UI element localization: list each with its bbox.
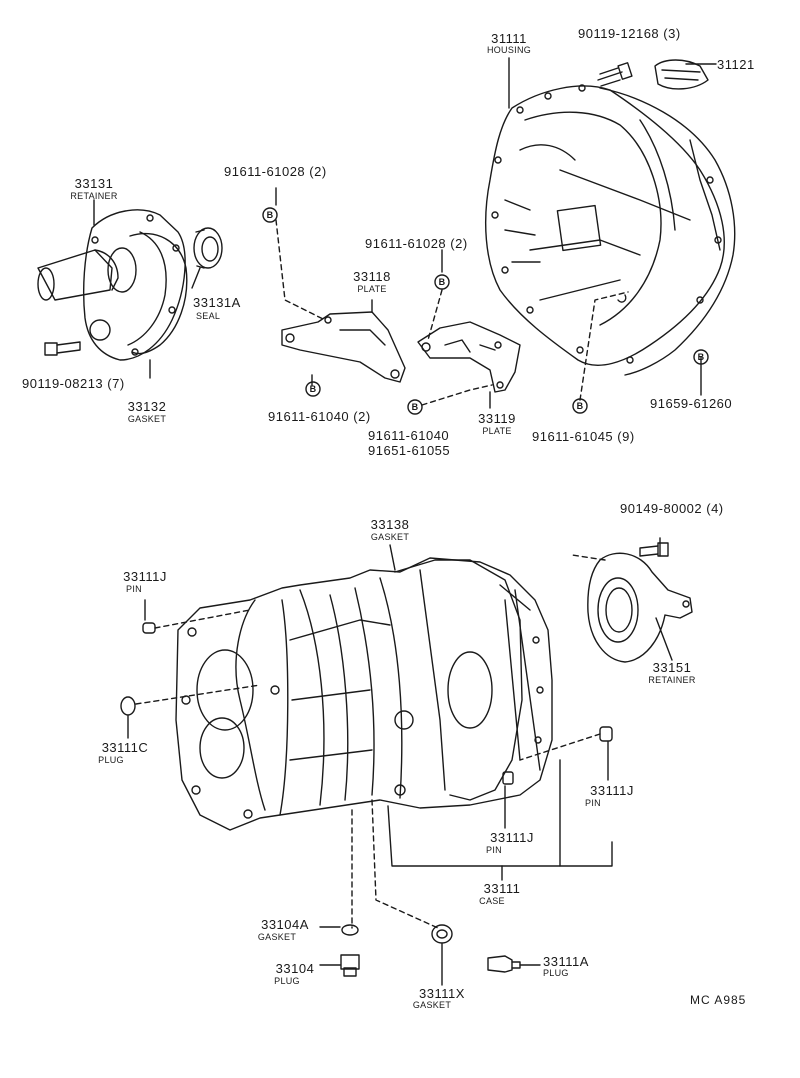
rear-retainer-part-name: RETAINER [648, 675, 696, 685]
housing-part-name: HOUSING [486, 45, 532, 55]
b-circles [262, 207, 709, 415]
gasket-drawing [129, 232, 188, 355]
pin-center-part-name: PIN [486, 845, 502, 855]
plug-33111c-part-number: 33111C [101, 740, 149, 755]
seal-drawing [193, 227, 223, 269]
gasket-33104a-part-number: 33104A [261, 917, 309, 932]
clutch-housing-drawing [484, 84, 736, 376]
retainer-bolt-part-number: 90119-08213 (7) [22, 376, 125, 391]
lower-solid-leaders [127, 537, 673, 986]
plug-33104-part-number: 33104 [275, 961, 315, 976]
pin-33111j-right-drawing [599, 726, 613, 742]
bolt-c-part-number: 91611-61040 (2) [268, 409, 371, 424]
cover-drawing [654, 59, 709, 90]
transmission-case-drawing [175, 557, 553, 831]
figure-code: MC A985 [690, 993, 747, 1007]
plate-33118-part-number: 33118 [353, 269, 391, 284]
housing-bolt-drawing [597, 62, 633, 87]
gasket-33104a-drawing [341, 924, 359, 936]
retainer-bolt-drawing [44, 341, 81, 356]
lower-dashed-leaders [135, 554, 606, 929]
plug-33111c-drawing [120, 696, 136, 716]
retainer-part-name: RETAINER [70, 191, 118, 201]
plug-33111a-part-number: 33111A [543, 954, 589, 969]
gasket-part-name: GASKET [127, 414, 167, 424]
case-part-name: CASE [479, 896, 505, 906]
housing-bolt-part-number: 90119-12168 (3) [578, 26, 681, 41]
cover-part-number: 31121 [717, 57, 755, 72]
gasket-33104a-part-name: GASKET [257, 932, 297, 942]
pin-center-part-number: 33111J [490, 830, 534, 845]
bolt-d-part-number: 91611-61040 [368, 428, 450, 443]
pin-left-part-name: PIN [126, 584, 142, 594]
rear-bolt-drawing [639, 542, 669, 557]
pin-33111j-left-drawing [142, 622, 156, 634]
plate-33118-part-name: PLATE [357, 284, 387, 294]
case-gasket-part-number: 33138 [370, 517, 410, 532]
gasket-33111x-drawing [431, 924, 453, 944]
bolt-g-part-number: 91659-61260 [650, 396, 733, 411]
pin-right-part-name: PIN [585, 798, 601, 808]
plug-33111a-part-name: PLUG [543, 968, 569, 978]
plate-33119-drawing [417, 321, 521, 393]
retainer-drawing [37, 209, 186, 361]
plug-33111a-drawing [487, 955, 521, 973]
b-marker: B [309, 384, 317, 394]
case-gasket-drawing [394, 559, 523, 801]
plug-33104-part-name: PLUG [274, 976, 300, 986]
seal-part-number: 33131A [193, 295, 241, 310]
case-gasket-part-name: GASKET [370, 532, 410, 542]
plug-33104-drawing [340, 954, 360, 977]
plug-33111c-part-name: PLUG [98, 755, 124, 765]
rear-retainer-drawing [587, 552, 693, 663]
pin-left-part-number: 33111J [123, 569, 167, 584]
b-marker: B [697, 352, 705, 362]
pin-right-part-number: 33111J [590, 783, 634, 798]
pin-33111j-center-drawing [502, 771, 514, 785]
b-marker: B [411, 402, 419, 412]
gasket-part-number: 33132 [127, 399, 167, 414]
bolt-a-part-number: 91611-61028 (2) [224, 164, 327, 179]
bolt-b-part-number: 91611-61028 (2) [365, 236, 468, 251]
case-part-number: 33111 [483, 881, 521, 896]
upper-solid-leaders [93, 57, 717, 409]
plate-33119-part-number: 33119 [478, 411, 516, 426]
rear-retainer-part-number: 33151 [652, 660, 692, 675]
b-marker: B [576, 401, 584, 411]
housing-part-number: 31111 [491, 31, 527, 46]
plate-33118-drawing [281, 311, 406, 383]
upper-dashed-leaders [275, 219, 629, 406]
gasket-33111x-part-name: GASKET [412, 1000, 452, 1010]
bolt-e-part-number: 91651-61055 [368, 443, 451, 458]
plate-33119-part-name: PLATE [482, 426, 512, 436]
bolt-h-part-number: 90149-80002 (4) [620, 501, 724, 516]
retainer-part-number: 33131 [74, 176, 114, 191]
bolt-f-part-number: 91611-61045 (9) [532, 429, 635, 444]
gasket-33111x-part-number: 33111X [419, 986, 465, 1001]
seal-part-name: SEAL [196, 311, 221, 321]
b-marker: B [438, 277, 446, 287]
b-marker: B [266, 210, 274, 220]
